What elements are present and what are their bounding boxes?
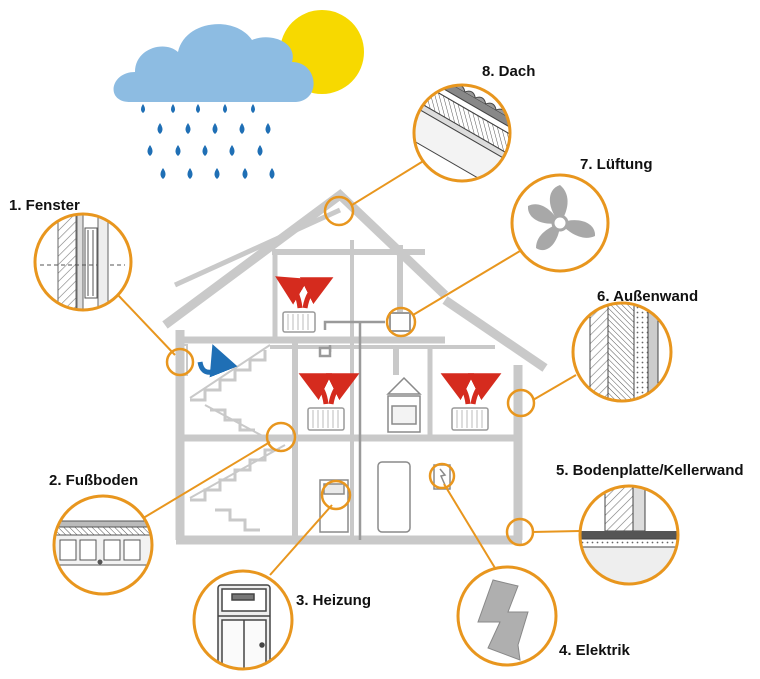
detail-lueftung	[510, 173, 610, 273]
detail-dach	[412, 83, 512, 183]
floor-section-icon	[54, 520, 152, 566]
air-return-arrow-icon	[197, 344, 238, 378]
label-aussenwand: 6. Außenwand	[597, 288, 699, 305]
detail-fussboden	[52, 494, 154, 596]
lightning-bolt-icon	[477, 579, 529, 661]
radiators	[282, 311, 489, 431]
label-bodenplatte: 5. Bodenplatte/Kellerwand	[556, 462, 744, 479]
heat-arrow-icon	[325, 373, 360, 405]
label-lueftung: 7. Lüftung	[580, 156, 653, 173]
heat-arrow-icon	[440, 373, 475, 405]
radiator-attic	[282, 311, 316, 333]
fan-icon	[527, 185, 596, 251]
rain-cloud-icon	[113, 24, 314, 102]
detail-aussenwand	[571, 301, 673, 403]
label-fussboden: 2. Fußboden	[49, 472, 139, 489]
connectors	[117, 159, 581, 576]
label-elektrik: 4. Elektrik	[559, 642, 630, 659]
label-dach: 8. Dach	[482, 63, 536, 80]
weather	[113, 10, 364, 179]
heat-arrow-icon	[467, 373, 502, 405]
ventilation-ducts	[318, 312, 411, 540]
detail-fenster	[33, 212, 133, 312]
house	[162, 189, 548, 545]
raindrops	[141, 104, 275, 179]
wall-section-icon	[589, 303, 659, 401]
locator-circles	[165, 195, 536, 547]
detail-elektrik	[456, 565, 558, 667]
boiler-icon	[217, 584, 271, 669]
heat-arrows	[275, 276, 502, 405]
label-fenster: 1. Fenster	[9, 197, 80, 214]
detail-bodenplatte	[578, 484, 680, 586]
heat-arrow-icon	[299, 277, 334, 309]
kitchen-stove	[386, 376, 422, 433]
window-section-icon	[40, 214, 125, 310]
radiator-right	[451, 407, 489, 431]
label-heizung: 3. Heizung	[296, 592, 372, 609]
radiator-left	[307, 407, 345, 431]
heat-arrow-icon	[275, 276, 309, 309]
heat-arrow-icon	[298, 373, 333, 405]
detail-heizung	[192, 569, 294, 671]
